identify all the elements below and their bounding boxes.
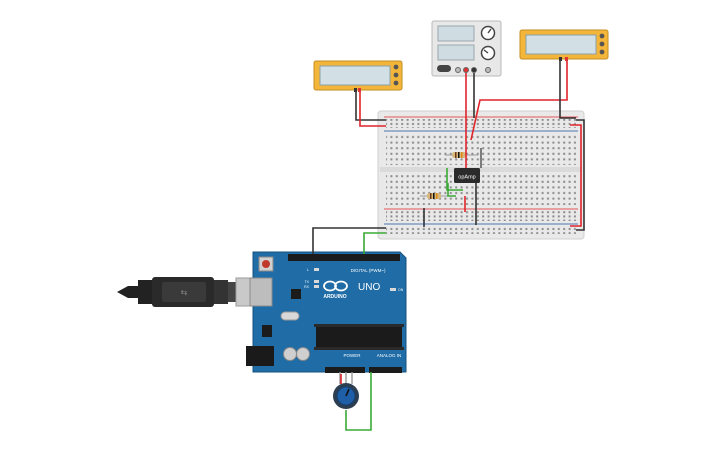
rx-label: RX: [304, 285, 310, 289]
power-supply-voltage-display: [437, 25, 475, 42]
potentiometer-wires[interactable]: [340, 372, 372, 431]
atmega-chip: [316, 327, 402, 347]
instrument-wires[interactable]: [355, 61, 585, 231]
power-supply-current-display: [437, 44, 475, 61]
multimeter-right[interactable]: [519, 29, 609, 61]
usb-symbol-icon: ⇆: [181, 288, 188, 297]
power-jack: [246, 346, 274, 366]
bottom-power-rail-2: [386, 226, 576, 234]
multimeter-right-screen: [525, 34, 597, 55]
power-header-label: POWER: [343, 353, 361, 358]
arduino-uno-board[interactable]: DIGITAL (PWM~) ARDUINO UNO TX RX L ON PO…: [246, 251, 407, 373]
power-header[interactable]: [325, 367, 365, 373]
analog-header[interactable]: [369, 367, 402, 373]
opamp-label: opAmp: [458, 175, 475, 181]
usb-cable[interactable]: ⇆: [117, 277, 273, 307]
bottom-power-rail: [386, 211, 576, 221]
power-supply[interactable]: [431, 20, 502, 77]
on-label: ON: [398, 288, 404, 292]
arduino-brand: ARDUINO: [323, 294, 346, 300]
multimeter-left[interactable]: [313, 60, 403, 92]
top-power-rail: [386, 119, 576, 128]
resistor-top[interactable]: [445, 152, 478, 158]
breadboard[interactable]: [377, 110, 585, 240]
center-channel: [380, 167, 582, 172]
opamp-chip[interactable]: opAmp: [454, 168, 480, 183]
breadboard-jumpers[interactable]: [423, 140, 482, 227]
potentiometer[interactable]: [333, 372, 359, 409]
arduino-model: UNO: [358, 282, 380, 293]
digital-header-label: DIGITAL (PWM~): [351, 268, 386, 273]
arduino-wires[interactable]: [312, 227, 386, 254]
usb-port: [249, 277, 273, 307]
power-switch[interactable]: [437, 65, 451, 72]
arduino-logo-icon: [323, 280, 348, 292]
tx-label: TX: [305, 280, 310, 284]
multimeter-left-screen: [319, 65, 391, 86]
l-label: L: [307, 268, 309, 272]
analog-header-label: ANALOG IN: [377, 353, 402, 358]
terminal-strip-bottom: [386, 175, 576, 205]
digital-header[interactable]: [288, 254, 400, 261]
